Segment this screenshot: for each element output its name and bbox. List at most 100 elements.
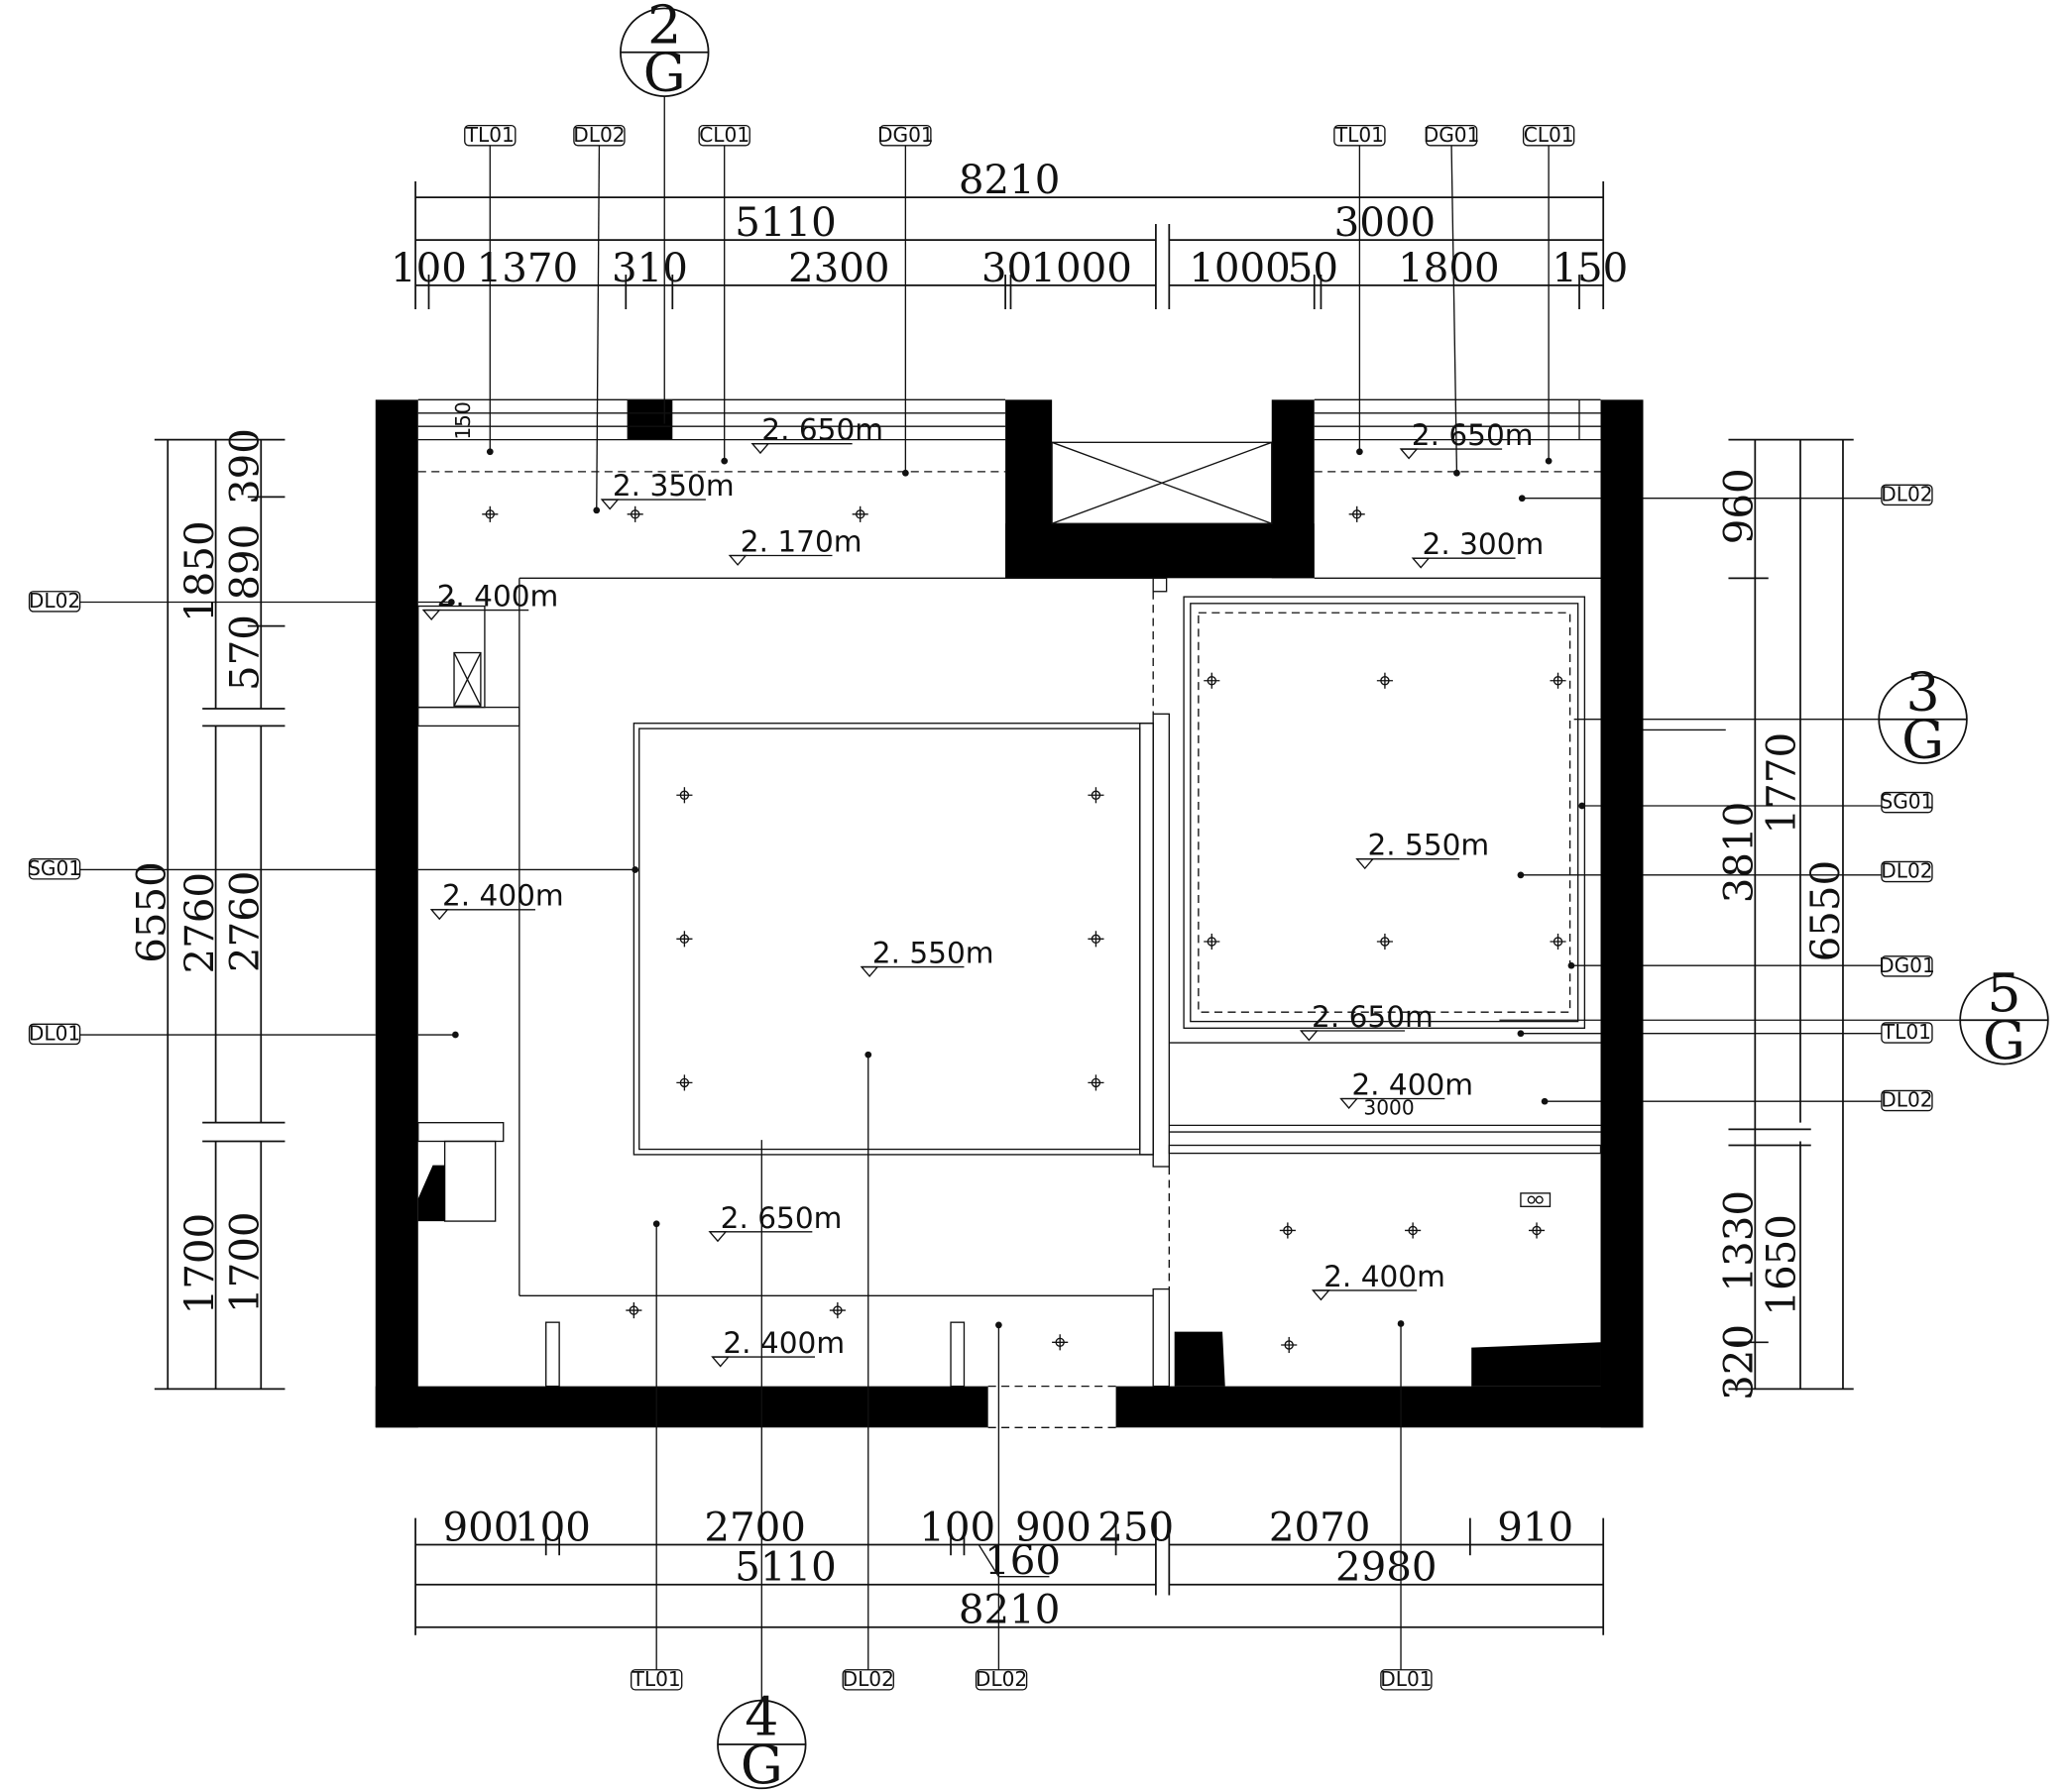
level-text: 2. 650m — [1412, 418, 1534, 452]
downlights — [482, 505, 1566, 1354]
walls — [375, 399, 1644, 1428]
downlight-icon — [1204, 933, 1220, 951]
tag-label: TL01 — [465, 123, 515, 147]
level-text: 2. 170m — [741, 524, 863, 558]
downlight-icon — [627, 505, 643, 522]
downlight-icon — [829, 1302, 846, 1319]
tag-label: TL01 — [1334, 123, 1384, 147]
downlight-icon — [1052, 1334, 1069, 1351]
downlight-icon — [676, 931, 693, 948]
level-text: 2. 550m — [1367, 829, 1489, 862]
section-bubbles: 2 G 3 G 5 G 4 G — [620, 0, 2049, 1790]
bubble-sheet: G — [1983, 1009, 2025, 1071]
section-bubble-right-lower: 5 G — [1499, 961, 2049, 1071]
section-bubble-bottom: 4 G — [717, 1140, 807, 1790]
section-bubble-right-upper: 3 G — [1573, 660, 1968, 771]
tag-label: DL02 — [843, 1667, 894, 1691]
dim-text: 3810 — [1716, 802, 1763, 904]
level-marker: 2. 650m — [1299, 1000, 1434, 1042]
tag-label: DL01 — [29, 1021, 80, 1045]
downlight-icon — [676, 787, 693, 804]
dim-text: 100 — [391, 245, 467, 291]
level-sub-text: 3000 — [1363, 1096, 1414, 1120]
dim-150-text: 150 — [451, 401, 475, 439]
dim-text: 3000 — [1334, 199, 1437, 246]
level-marker: 2. 400m 3000 — [1339, 1067, 1473, 1120]
dim-text: 910 — [1497, 1504, 1573, 1550]
level-text: 2. 400m — [1324, 1260, 1445, 1293]
column-top — [627, 399, 673, 440]
downlight-icon — [1376, 933, 1393, 951]
tag-label: TL01 — [1882, 1020, 1931, 1044]
bubble-number: 4 — [745, 1686, 778, 1748]
downlight-icon — [1348, 505, 1365, 522]
tag-label: DG01 — [1879, 953, 1935, 977]
dim-text: 8210 — [959, 1587, 1061, 1633]
tag-label: DL02 — [29, 589, 80, 613]
dim-text: 100 — [515, 1504, 591, 1550]
dim-text: 320 — [1716, 1324, 1763, 1400]
dim-text: 1000 — [1030, 245, 1132, 291]
tag-label: DL02 — [1881, 859, 1932, 883]
exhaust-fan-icon — [1520, 1192, 1552, 1207]
level-text: 2. 400m — [442, 879, 564, 913]
downlight-icon — [1088, 1074, 1104, 1091]
dim-text: 150 — [1552, 245, 1628, 291]
dim-text: 900 — [1015, 1504, 1092, 1550]
dim-text: 1850 — [176, 520, 223, 622]
level-marker: 2. 550m — [860, 937, 994, 977]
dim-text: 6550 — [1802, 860, 1849, 962]
level-markers: 2. 650m 2. 350m 2. 170m 2. 650m 2. 300m … — [421, 401, 1544, 1368]
dim-text: 2760 — [222, 871, 269, 973]
tag-label: TL01 — [632, 1667, 681, 1691]
level-text: 2. 350m — [613, 469, 735, 503]
tag-label: DG01 — [877, 123, 934, 147]
dim-text: 100 — [919, 1504, 995, 1550]
dim-text: 1370 — [477, 245, 579, 291]
level-text: 2. 550m — [872, 937, 994, 970]
dim-text: 1330 — [1716, 1190, 1763, 1292]
dim-text: 2760 — [176, 872, 223, 974]
dim-text: 6550 — [129, 861, 175, 963]
dim-text: 5110 — [735, 199, 837, 246]
dim-text: 2980 — [1335, 1544, 1438, 1591]
dim-text: 900 — [442, 1504, 518, 1550]
dim-text: 5110 — [735, 1544, 837, 1591]
wall-bottom-right — [1115, 1386, 1644, 1428]
level-text: 2. 650m — [761, 413, 883, 447]
level-marker: 2. 350m — [600, 469, 735, 510]
level-text: 2. 650m — [721, 1201, 843, 1235]
downlight-icon — [852, 505, 868, 522]
downlight-icon — [1279, 1222, 1296, 1239]
dim-text: 390 — [222, 428, 269, 504]
level-marker: 2. 300m — [1411, 527, 1544, 569]
bubble-sheet: G — [643, 42, 686, 104]
tag-label: DL02 — [1881, 1088, 1932, 1112]
ceiling-outlines — [417, 471, 1602, 1428]
downlight-icon — [1088, 787, 1104, 804]
wall-bottom-left — [375, 1386, 988, 1428]
tag-label: CL01 — [699, 123, 749, 147]
downlight-icon — [482, 505, 499, 522]
downlight-icon — [1528, 1222, 1546, 1239]
tag-label: DL02 — [976, 1667, 1027, 1691]
dim-text: 50 — [1288, 245, 1338, 291]
level-text: 2. 400m — [1351, 1067, 1473, 1101]
left-dimensions: 390 890 570 2760 1700 1850 2760 1700 655… — [129, 428, 286, 1391]
level-marker: 2. 400m — [711, 1326, 845, 1368]
tag-label: DG01 — [1424, 123, 1480, 147]
dim-text: 160 — [984, 1537, 1061, 1584]
tag-label: SG01 — [28, 856, 81, 880]
dim-text: 2070 — [1269, 1504, 1371, 1550]
bubble-number: 5 — [1987, 961, 2020, 1024]
level-marker: 2. 650m — [708, 1201, 843, 1243]
downlight-icon — [1550, 933, 1566, 951]
level-text: 2. 400m — [437, 580, 559, 614]
dim-text: 8210 — [959, 157, 1061, 203]
dim-text: 1000 — [1189, 245, 1291, 291]
dim-text: 250 — [1097, 1504, 1174, 1550]
top-dimensions: 8210 5110 3000 100 1370 310 2300 30 1000… — [391, 157, 1628, 309]
wall-left — [375, 399, 418, 1428]
bubble-sheet: G — [1901, 709, 1944, 771]
